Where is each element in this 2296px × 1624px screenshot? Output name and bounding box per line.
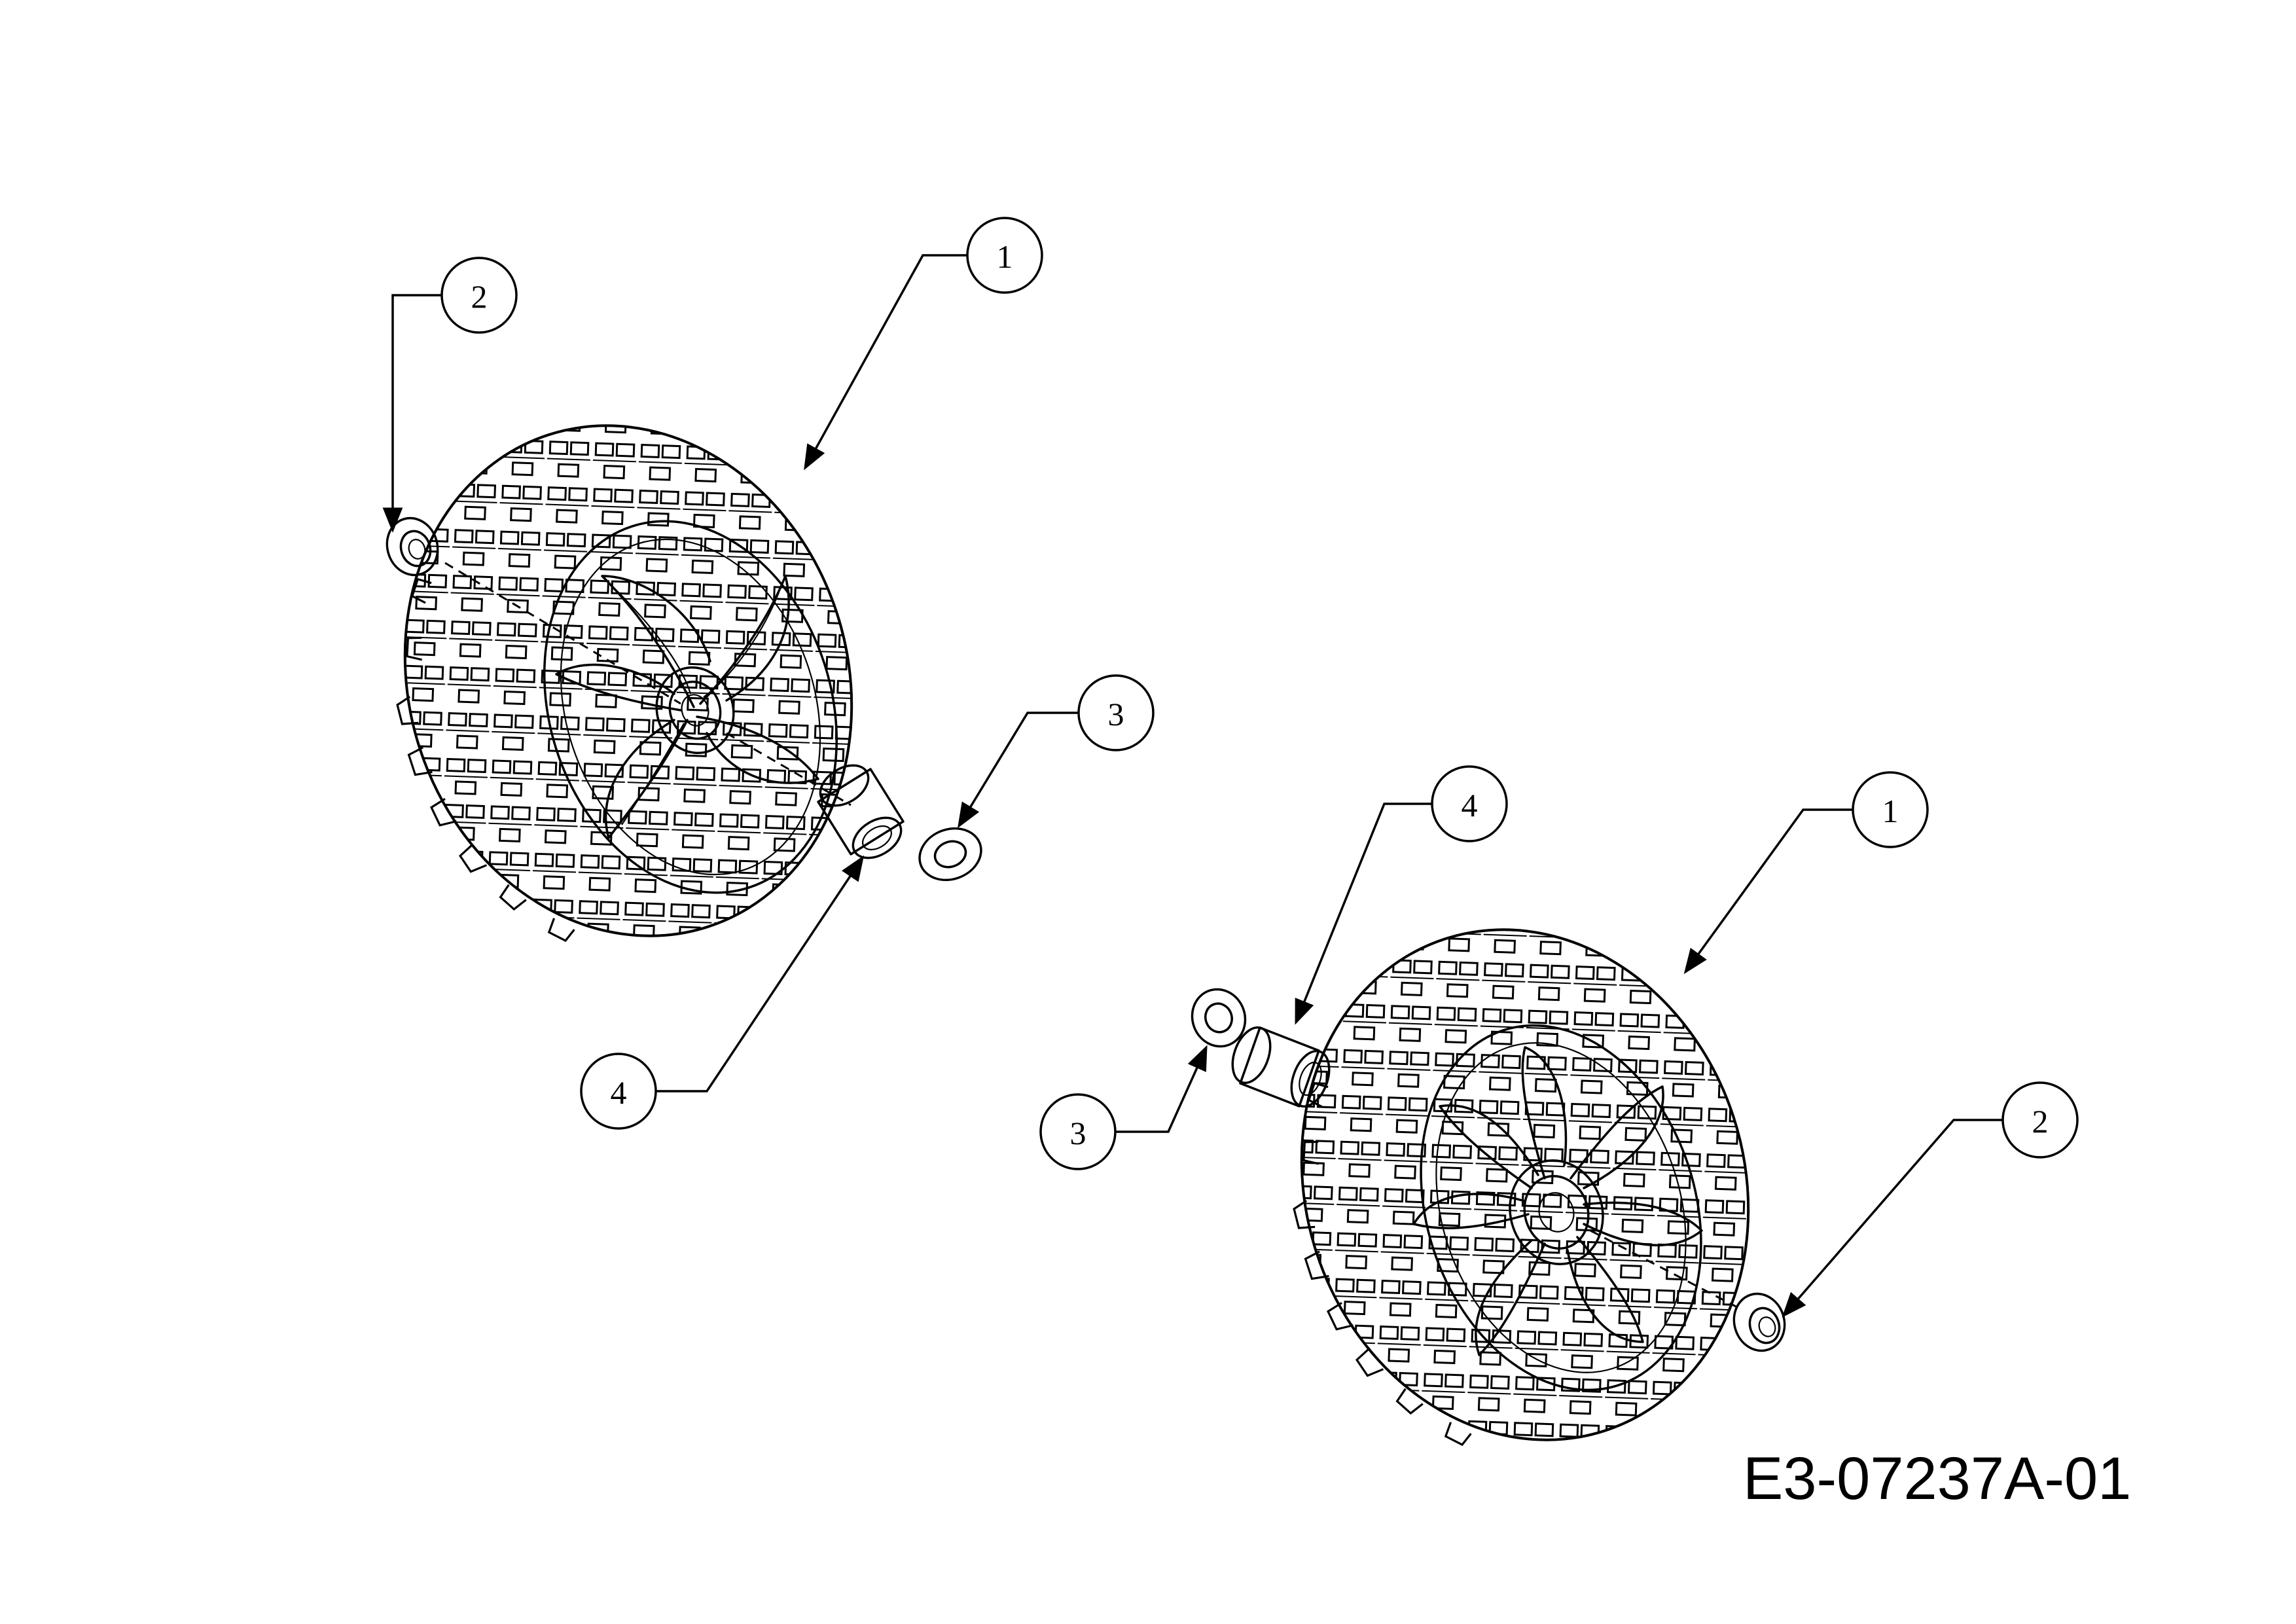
right-bushing [1231,1026,1331,1108]
right-axis-line [1590,1229,1742,1310]
drawing-code: E3-07237A-01 [1743,1445,2131,1512]
svg-text:2: 2 [2032,1103,2049,1140]
left-bushing [817,764,905,859]
left-axis-line-front [726,732,852,806]
right-wheel-assembly [1115,803,2003,1447]
left-hub-cap [386,516,439,577]
svg-text:3: 3 [1108,696,1124,732]
left-axis-line [444,562,681,705]
right-cap-leader [1782,1119,2003,1318]
right-rim [1412,1024,1703,1392]
left-wheel-assembly [382,254,1079,1092]
right-bushing-leader [1295,803,1433,1025]
right-tire [1293,928,1750,1447]
left-cap-leader [382,294,442,533]
callout-left-tire: 1 [966,217,1043,294]
left-hub [655,666,735,755]
svg-text:4: 4 [611,1074,627,1111]
left-tire-tread-lugs [396,577,575,943]
callout-left-washer: 3 [1077,674,1155,751]
right-tire-tread-lugs [1293,1081,1472,1447]
svg-text:1: 1 [1882,793,1899,829]
right-hub-cap [1732,1292,1786,1352]
right-hub [1509,1159,1604,1265]
left-bushing-leader [655,855,865,1092]
svg-text:2: 2 [471,278,488,315]
svg-text:3: 3 [1070,1115,1086,1151]
callout-right-cap: 2 [2001,1081,2079,1159]
callout-right-bushing: 4 [1431,765,1508,842]
left-washer [918,827,982,882]
right-rim-spokes [1412,1046,1703,1356]
svg-text:1: 1 [997,238,1013,275]
callout-right-washer: 3 [1039,1093,1117,1170]
right-washer [1191,988,1247,1048]
left-washer-leader [958,712,1079,829]
left-tire [396,424,853,943]
callout-left-bushing: 4 [580,1053,657,1130]
right-washer-leader [1115,1045,1208,1133]
svg-text:4: 4 [1462,787,1478,823]
callout-left-cap: 2 [440,257,518,334]
right-tire-leader [1683,808,1854,975]
left-rim [543,520,838,894]
left-tire-leader [804,254,967,471]
callout-right-tire: 1 [1852,771,1929,848]
